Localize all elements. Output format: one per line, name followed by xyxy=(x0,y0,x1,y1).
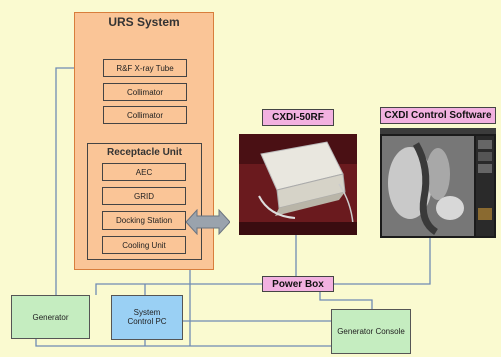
line-software-to-power xyxy=(334,238,431,285)
double-arrow-icon xyxy=(186,209,230,235)
system-control-pc-box: System Control PC xyxy=(111,295,183,340)
cxdi-software-screenshot xyxy=(380,128,496,238)
generator-console-box: Generator Console xyxy=(331,309,411,354)
cxdi-50rf-label: CXDI-50RF xyxy=(262,109,334,126)
grid-box: GRID xyxy=(102,187,186,205)
line-power-to-console xyxy=(319,292,373,309)
receptacle-unit-title: Receptacle Unit xyxy=(106,147,183,158)
line-bottom-bus xyxy=(35,338,350,347)
cxdi-control-software-label: CXDI Control Software xyxy=(380,107,496,124)
cxdi-50rf-detector-image xyxy=(239,134,357,235)
line-power-to-generator xyxy=(95,283,262,295)
collimator-box-2: Collimator xyxy=(103,106,187,124)
docking-station-box: Docking Station xyxy=(102,211,186,230)
generator-box: Generator xyxy=(11,295,90,339)
system-control-pc-line1: System xyxy=(133,307,161,317)
collimator-box-1: Collimator xyxy=(103,83,187,101)
system-control-pc-line2: Control PC xyxy=(127,316,167,326)
urs-system-title: URS System xyxy=(108,15,180,29)
power-box-label: Power Box xyxy=(262,276,334,292)
cooling-unit-box: Cooling Unit xyxy=(102,236,186,254)
xray-tube-box: R&F X-ray Tube xyxy=(103,59,187,77)
aec-box: AEC xyxy=(102,163,186,181)
